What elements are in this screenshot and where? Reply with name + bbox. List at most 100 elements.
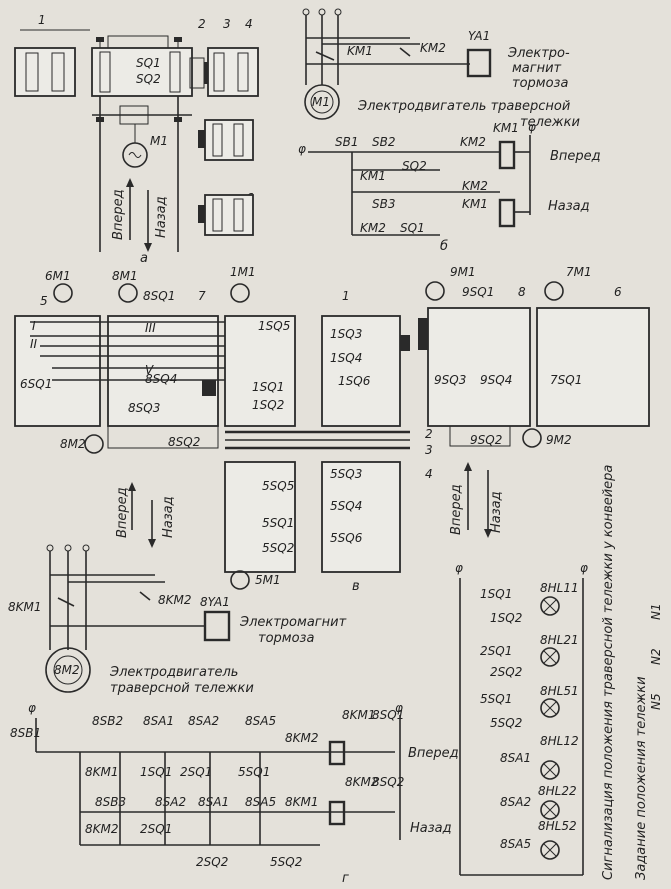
part-g-8sb2: 8SB2 <box>92 714 123 728</box>
part-b-coil-km1 <box>498 140 516 170</box>
signal-8hl22: 8HL22 <box>538 784 577 798</box>
part-a-motor-label: M1 <box>150 134 168 148</box>
part-v-5sq6: 5SQ6 <box>330 531 363 545</box>
part-v-5sq5: 5SQ5 <box>262 479 294 493</box>
part-g-2sq2: 2SQ2 <box>196 855 228 869</box>
part-v-5sq3: 5SQ3 <box>330 467 362 481</box>
signal-5sq2: 5SQ2 <box>490 716 522 730</box>
part-v-roman-2: II <box>30 337 38 351</box>
part-g-2sq1: 2SQ1 <box>140 822 172 836</box>
part-b-coil-km2 <box>498 198 516 228</box>
signal-caption: Сигнализация положения траверсной тележк… <box>601 465 616 880</box>
part-b-motor-caption-2: тележки <box>520 115 580 130</box>
part-v-num-7: 7 <box>198 289 206 303</box>
part-g-8sa1-bottom: 8SA1 <box>198 795 229 809</box>
part-v-motor-7m1: 7M1 <box>566 265 592 279</box>
part-b-motor-caption-1: Электродвигатель траверсной <box>357 99 570 114</box>
part-v-num-4: 4 <box>425 467 433 481</box>
part-v-1sq5: 1SQ5 <box>258 319 290 333</box>
part-b-km1-hold: KM1 <box>360 169 386 183</box>
part-v-conveyor-4 <box>321 461 401 573</box>
conveyor-6 <box>204 194 254 236</box>
part-a-num-4: 4 <box>245 17 253 31</box>
part-v-roman-1: I <box>32 319 36 333</box>
part-v-conveyor-6 <box>536 307 650 427</box>
part-v-9sq2: 9SQ2 <box>470 433 502 447</box>
part-b-km1: KM1 <box>347 44 373 58</box>
part-v-7sq1: 7SQ1 <box>550 373 582 387</box>
part-b-sb3: SB3 <box>372 197 395 211</box>
part-v-carriage-7 <box>107 315 219 427</box>
part-v-layout: 6M1 8M1 1M1 9M1 7M1 5 6SQ1 7 8SQ1 I II I… <box>14 265 650 594</box>
part-a-num-2: 2 <box>198 17 206 31</box>
part-b-phi-right: φ <box>528 120 536 134</box>
part-g-coil-km2-label: 8KM2 <box>345 775 379 789</box>
signal-8sa5: 8SA5 <box>500 837 531 851</box>
part-g-8km2-top: 8KM2 <box>285 731 319 745</box>
part-b-brake-coil <box>466 48 492 78</box>
part-v-8sq1: 8SQ1 <box>143 289 175 303</box>
part-g-8sb1: 8SB1 <box>10 726 41 740</box>
part-v-motor-5m1: 5M1 <box>255 573 281 587</box>
part-b-sb2: SB2 <box>372 135 395 149</box>
part-b-brake-line1: Электро- <box>507 46 570 61</box>
part-v-conveyor-1m1 <box>224 315 296 427</box>
part-g-8km2-hold: 8KM2 <box>85 822 119 836</box>
part-v-9sq3: 9SQ3 <box>434 373 466 387</box>
part-v-conveyor-1 <box>321 315 401 427</box>
signal-n1: N1 <box>649 603 663 620</box>
signal-1sq2: 1SQ2 <box>490 611 522 625</box>
conveyor-1 <box>14 47 76 97</box>
part-v-9sq1: 9SQ1 <box>462 285 494 299</box>
part-g-8sa2-bottom: 8SA2 <box>155 795 186 809</box>
part-v-motor-9m1: 9M1 <box>450 265 476 279</box>
part-g-brake-coil <box>203 610 231 642</box>
part-g-ya1: 8YA1 <box>200 595 230 609</box>
part-g-km1: 8KM1 <box>8 600 42 614</box>
part-v-conveyor-5m1 <box>224 461 296 573</box>
part-a-mechanism: 1 2 3 4 5 6 SQ1 SQ2 <box>14 13 259 266</box>
part-a-sq2: SQ2 <box>136 72 161 86</box>
part-b-km1-ctl: KM1 <box>493 121 519 135</box>
part-v-num-2: 2 <box>425 427 433 441</box>
part-g-8sa5: 8SA5 <box>245 714 276 728</box>
part-b-motor-symbol <box>304 84 340 120</box>
part-v-forward-right: Вперед <box>449 484 464 535</box>
part-v-roman-3: III <box>145 321 156 335</box>
part-v-forward-left: Вперед <box>115 487 130 538</box>
signal-phi-right: φ <box>580 561 588 575</box>
part-v-5sq4: 5SQ4 <box>330 499 362 513</box>
part-v-motor-9m2: 9M2 <box>546 433 572 447</box>
part-g-8sa1: 8SA1 <box>143 714 174 728</box>
part-v-num-3: 3 <box>425 443 433 457</box>
part-b-back: Назад <box>548 199 590 214</box>
part-v-letter: в <box>352 579 360 594</box>
part-b-km2: KM2 <box>420 41 446 55</box>
part-v-5sq2: 5SQ2 <box>262 541 294 555</box>
part-v-1sq2: 1SQ2 <box>252 398 284 412</box>
signal-5sq1: 5SQ1 <box>480 692 512 706</box>
signal-8hl12: 8HL12 <box>540 734 579 748</box>
part-v-8sq3: 8SQ3 <box>128 401 160 415</box>
part-g-5sq2: 5SQ2 <box>270 855 302 869</box>
part-g-2sq1-top: 2SQ1 <box>180 765 212 779</box>
part-b-brake-line2: магнит <box>512 61 562 76</box>
part-v-motor-8m2: 8M2 <box>60 437 86 451</box>
signal-8hl51: 8HL51 <box>540 684 579 698</box>
part-b-brake-line3: тормоза <box>512 76 568 91</box>
part-g-8sq1: 8SQ1 <box>372 708 404 722</box>
signal-task-caption: Задание положения тележки <box>634 676 649 880</box>
part-v-num-6: 6 <box>614 285 622 299</box>
part-v-motor-1m1: 1M1 <box>230 265 256 279</box>
signal-n5: N5 <box>649 693 663 710</box>
part-g-coil-km1 <box>328 740 346 766</box>
part-v-1sq6: 1SQ6 <box>338 374 371 388</box>
part-v-8sq4: 8SQ4 <box>145 372 177 386</box>
part-v-num-8: 8 <box>518 285 526 299</box>
part-b-sq1: SQ1 <box>400 221 425 235</box>
part-g-back: Назад <box>410 821 452 836</box>
part-v-1sq3: 1SQ3 <box>330 327 362 341</box>
part-g-motor-symbol <box>45 647 91 693</box>
part-b-phi-left: φ <box>298 142 306 156</box>
